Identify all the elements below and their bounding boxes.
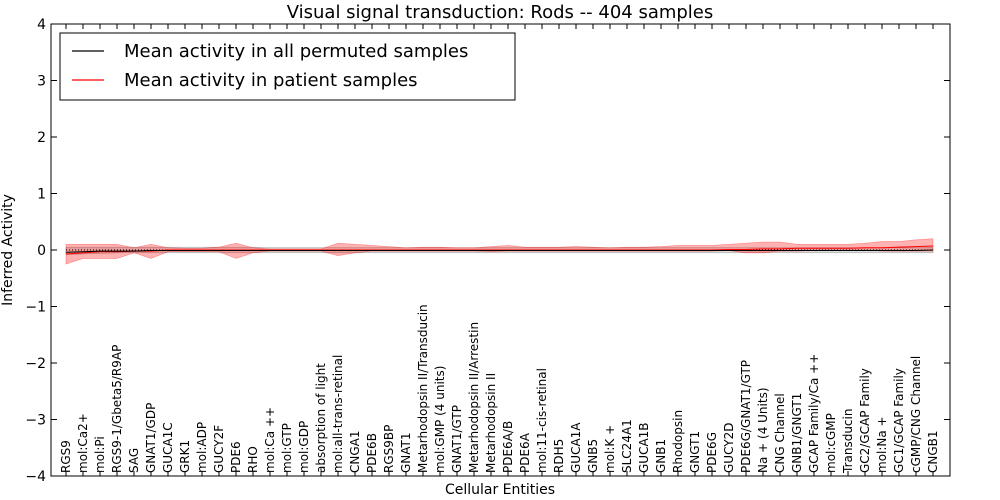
x-tick-label: GNB1/GNGT1: [790, 393, 804, 473]
chart-title: Visual signal transduction: Rods -- 404 …: [287, 2, 714, 23]
x-tick-label: GUCY2D: [722, 423, 736, 473]
x-tick-label: PDE6A/B: [501, 421, 515, 473]
x-tick-label: absorption of light: [314, 363, 328, 473]
y-tick-label: −4: [25, 469, 46, 485]
x-axis-label: Cellular Entities: [445, 482, 555, 498]
legend-label: Mean activity in all permuted samples: [124, 41, 468, 62]
x-tick-label: Metarhodopsin II/Arrestin: [467, 322, 481, 473]
x-tick-label: PDE6G: [705, 432, 719, 473]
x-tick-label: PDE6A: [518, 432, 532, 473]
legend-label: Mean activity in patient samples: [124, 70, 418, 91]
x-tick-label: GNB5: [586, 439, 600, 473]
y-tick-label: 2: [37, 130, 46, 146]
x-tick-label: GRK1: [178, 440, 192, 473]
x-tick-label: PDE6G/GNAT1/GTP: [739, 360, 753, 473]
x-tick-label: Transducin: [841, 409, 855, 474]
x-tick-label: RGS9: [59, 440, 73, 473]
x-tick-label: GNAT1: [399, 432, 413, 473]
x-tick-label: mol:GMP (4 units): [433, 366, 447, 473]
x-tick-label: cGMP/CNG Channel: [909, 356, 923, 473]
y-tick-label: −2: [25, 356, 46, 372]
x-tick-label: mol:cGMP: [824, 413, 838, 473]
x-tick-label: GUCA1C: [161, 422, 175, 473]
y-tick-label: 0: [37, 243, 46, 259]
x-tick-label: RDH5: [552, 439, 566, 473]
x-tick-label: SAG: [127, 448, 141, 473]
x-tick-label: GUCA1A: [569, 422, 583, 473]
y-tick-label: 4: [37, 17, 46, 33]
x-tick-label: GUCA1B: [637, 422, 651, 473]
x-tick-label: CNGB1: [926, 430, 940, 473]
x-tick-label: CNGA1: [348, 431, 362, 474]
permuted-mean-line: [65, 249, 934, 253]
x-tick-label: GNAT1/GDP: [144, 403, 158, 473]
x-tick-label: mol:K +: [603, 425, 617, 473]
y-tick-label: −3: [25, 413, 46, 429]
legend: Mean activity in all permuted samplesMea…: [59, 32, 516, 101]
x-tick-label: Metarhodopsin II/Transducin: [416, 304, 430, 473]
x-tick-label: mol:GDP: [297, 421, 311, 473]
x-tick-label: GUCY2F: [212, 425, 226, 473]
x-tick-label: RGS9BP: [382, 425, 396, 473]
x-tick-label: Na + (4 Units): [756, 387, 770, 473]
x-tick-label: mol:GTP: [280, 423, 294, 473]
x-tick-label: GC1/GCAP Family: [892, 368, 906, 473]
x-tick-label: mol:Ca ++: [263, 407, 277, 473]
x-tick-label: mol:Na +: [875, 416, 889, 473]
x-tick-label: PDE6: [229, 441, 243, 473]
y-axis-label: Inferred Activity: [0, 194, 16, 306]
x-tick-label: mol:11-cis-retinal: [535, 368, 549, 473]
x-tick-label: Metarhodopsin II: [484, 373, 498, 473]
y-tick-label: 3: [37, 74, 46, 90]
x-tick-label: PDE6B: [365, 433, 379, 473]
y-tick-label: −1: [25, 300, 46, 316]
patient-mean-line: [65, 245, 934, 255]
x-tick-label: GNAT1/GTP: [450, 405, 464, 473]
legend-box: [59, 32, 516, 101]
x-tick-label: GCAP Family/Ca ++: [807, 354, 821, 473]
y-tick-label: 1: [37, 187, 46, 203]
x-tick-label: mol:ADP: [195, 422, 209, 473]
x-tick-label: mol:Ca2+: [76, 413, 90, 473]
x-tick-label: Rhodopsin: [671, 410, 685, 473]
x-tick-label: GNB1: [654, 439, 668, 473]
x-tick-label: mol:Pi: [93, 436, 107, 473]
x-tick-label: RGS9-1/Gbeta5/R9AP: [110, 345, 124, 473]
x-tick-label: RHO: [246, 446, 260, 473]
x-tick-label: GNGT1: [688, 431, 702, 473]
x-tick-label: mol:all-trans-retinal: [331, 355, 345, 473]
patient-band: [65, 238, 934, 265]
x-tick-label: SLC24A1: [620, 419, 634, 473]
x-tick-label: CNG Channel: [773, 393, 787, 473]
x-tick-label: GC2/GCAP Family: [858, 368, 872, 473]
